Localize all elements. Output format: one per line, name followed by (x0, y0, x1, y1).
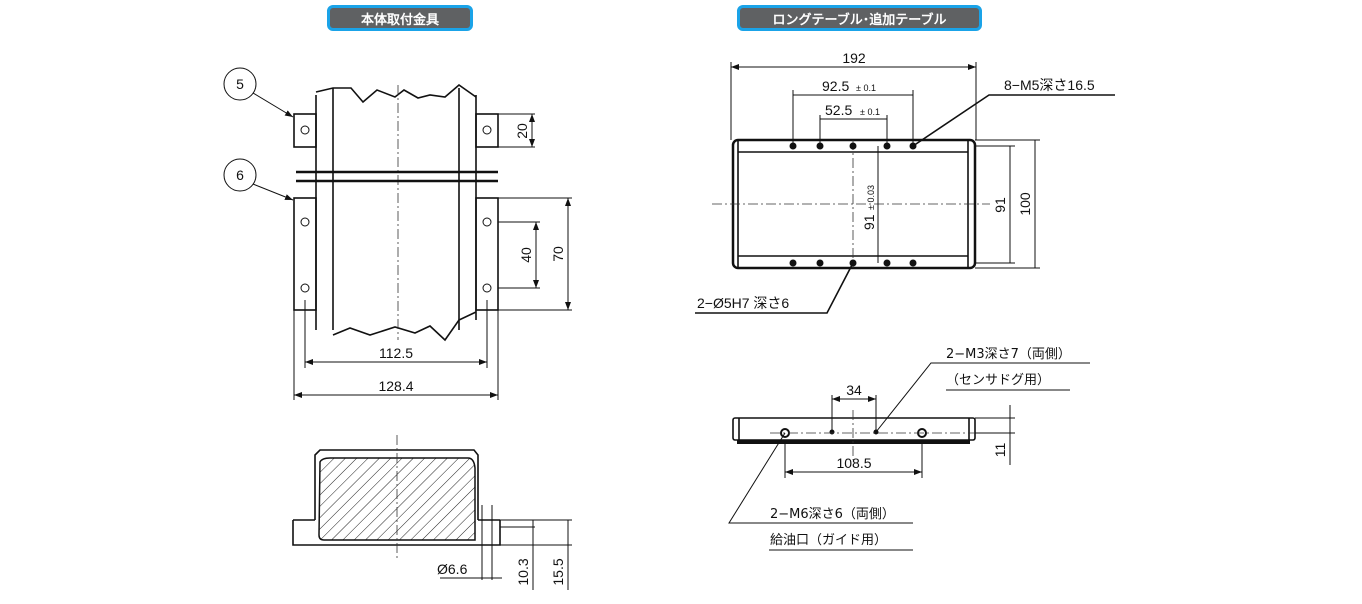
balloon-6-label: 6 (236, 167, 244, 183)
dim-dia-6-6: Ø6.6 (437, 561, 468, 577)
section-header-long-table: ロングテーブル･追加テーブル (737, 5, 982, 31)
dim-112-5: 112.5 (379, 345, 413, 361)
dim-100: 100 (1017, 192, 1033, 216)
dim-52-5-tolerance: ± 0.1 (860, 107, 880, 117)
dim-11: 11 (992, 443, 1008, 458)
note-m6-tap: 2−M6深さ6（両側） (770, 507, 895, 522)
long-table-top-view: 192 92.5 ± 0.1 52.5 ± 0.1 91 ± 0.03 91 1… (695, 50, 1115, 314)
dim-91-tolerance: ± 0.03 (866, 185, 876, 210)
balloon-5-label: 5 (236, 76, 244, 92)
body-mount-top-view: 5 6 20 40 70 112.5 128.4 (223, 67, 572, 400)
dim-52-5: 52.5 (825, 102, 852, 118)
section-header-body-mount: 本体取付金具 (327, 5, 473, 31)
dim-20: 20 (514, 123, 530, 139)
dim-91: 91 (992, 197, 1008, 213)
balloon-5 (223, 67, 257, 101)
dim-128-4: 128.4 (378, 378, 413, 394)
note-m3-tap: 2−M3深さ7（両側） (946, 347, 1071, 362)
long-table-side-view: 34 108.5 11 2−M3深さ7（両側） （センサドグ用） 2−M6深さ6… (728, 347, 1090, 551)
dim-108-5: 108.5 (836, 455, 871, 471)
dim-92-5: 92.5 (822, 78, 849, 94)
balloon-6 (223, 158, 257, 192)
dim-70: 70 (550, 246, 566, 262)
note-sensor-dog: （センサドグ用） (946, 373, 1050, 388)
note-oil-port: 給油口（ガイド用） (770, 533, 887, 548)
note-m5-tap: 8−M5深さ16.5 (1004, 77, 1095, 93)
dim-40: 40 (518, 247, 534, 263)
dim-192: 192 (842, 50, 866, 66)
note-pin-hole: 2−Ø5H7 深さ6 (697, 295, 789, 311)
dim-91-tol: 91 (861, 214, 877, 230)
dim-10-3: 10.3 (515, 558, 531, 585)
body-mount-section-view: Ø6.6 10.3 15.5 (292, 435, 572, 590)
dim-15-5: 15.5 (550, 558, 566, 585)
dim-34: 34 (846, 382, 862, 398)
dim-92-5-tolerance: ± 0.1 (856, 83, 876, 93)
